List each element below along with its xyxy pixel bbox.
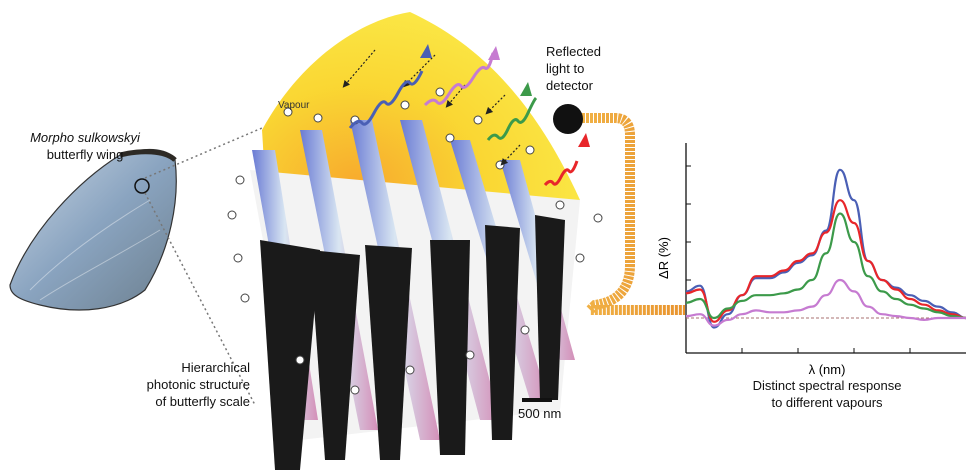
detector-icon	[553, 104, 583, 134]
structure-label-line3: of butterfly scale	[155, 394, 250, 409]
detector-label-line1: Reflected	[546, 44, 601, 59]
butterfly-wing	[9, 148, 177, 311]
wing-species-label: Morpho sulkowskyi	[30, 130, 140, 145]
ridge-base	[260, 215, 565, 470]
chart-series-line-1	[685, 168, 967, 329]
optical-fiber	[570, 113, 685, 315]
wing-type-label: butterfly wing	[46, 147, 124, 162]
photonic-structure	[227, 87, 603, 470]
scale-bar-label: 500 nm	[518, 406, 562, 421]
scale-bar	[522, 398, 552, 402]
wing-zoom-marker	[134, 178, 150, 194]
spectral-response-chart: ΔR (%) λ (nm)	[656, 143, 967, 377]
chart-x-axis-label: λ (nm)	[809, 362, 846, 377]
detector-label-line3: detector	[546, 78, 593, 93]
chart-series-line-2	[685, 199, 967, 323]
chart-caption-line1: Distinct spectral response	[752, 378, 902, 393]
structure-label-line2: photonic structure	[146, 377, 250, 392]
chart-caption-line2: to different vapours	[771, 395, 883, 410]
reflected-light-waves	[348, 44, 590, 186]
vapour-molecules	[227, 87, 603, 395]
detector-label-line2: light to	[546, 61, 585, 76]
chart-y-axis-label: ΔR (%)	[656, 237, 671, 279]
chart-series-line-4	[685, 278, 966, 327]
vapour-label: Vapour	[278, 100, 310, 111]
structure-label-line1: Hierarchical	[181, 360, 250, 375]
zoom-guide-lines	[144, 127, 263, 406]
chart-series-line-3	[685, 212, 967, 320]
